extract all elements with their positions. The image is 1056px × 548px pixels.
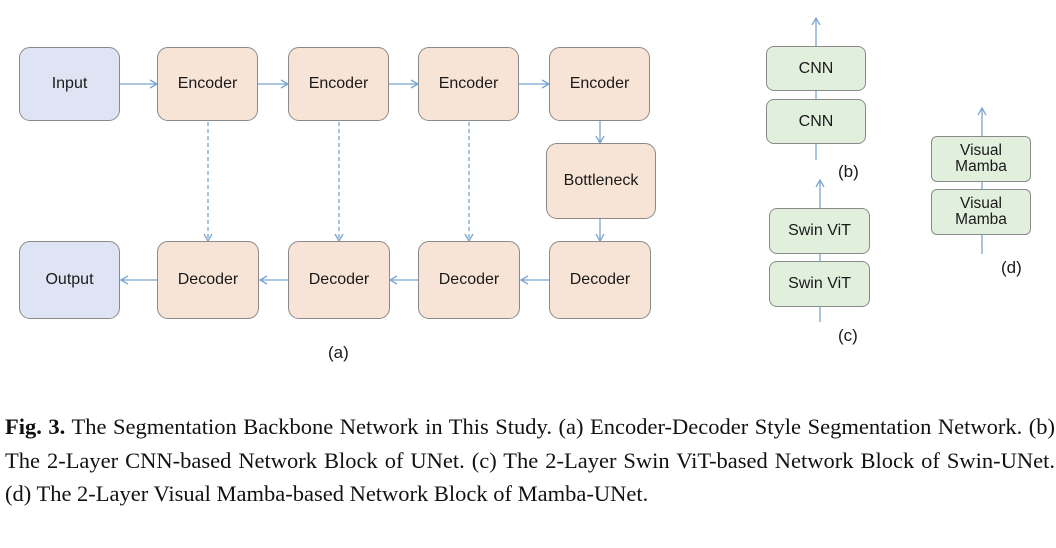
swin-vit-block-bottom: Swin ViT [769, 261, 870, 307]
decoder-block-4: Decoder [549, 241, 651, 319]
cnn-block-top: CNN [766, 46, 866, 91]
figure-caption: Fig. 3. The Segmentation Backbone Networ… [5, 410, 1055, 511]
caption-text: The Segmentation Backbone Network in Thi… [5, 414, 1056, 506]
decoder-block-1: Decoder [157, 241, 259, 319]
visual-mamba-block-top: Visual Mamba [931, 136, 1031, 182]
input-block: Input [19, 47, 120, 121]
encoder-block-1: Encoder [157, 47, 258, 121]
swin-vit-block-top: Swin ViT [769, 208, 870, 254]
label-d: (d) [1001, 258, 1022, 277]
label-c: (c) [838, 326, 858, 345]
decoder-block-3: Decoder [418, 241, 520, 319]
figure-diagram: Input Encoder Encoder Encoder Encoder Bo… [19, 16, 1031, 362]
encoder-block-4: Encoder [549, 47, 650, 121]
encoder-block-3: Encoder [418, 47, 519, 121]
caption-lead: Fig. 3. [5, 414, 66, 439]
label-b: (b) [838, 162, 859, 181]
decoder-block-2: Decoder [288, 241, 390, 319]
label-a: (a) [328, 343, 349, 362]
cnn-block-bottom: CNN [766, 99, 866, 144]
output-block: Output [19, 241, 120, 319]
encoder-block-2: Encoder [288, 47, 389, 121]
visual-mamba-block-bottom: Visual Mamba [931, 189, 1031, 235]
bottleneck-block: Bottleneck [546, 143, 656, 219]
